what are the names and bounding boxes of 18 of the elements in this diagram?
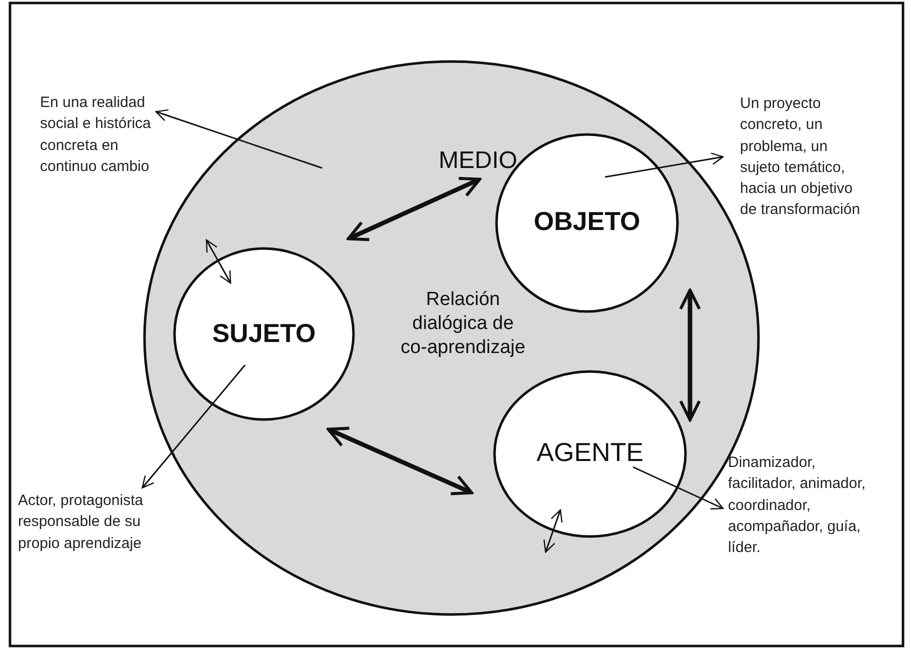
note-text: En una realidad social e histórica concreta en continuo cambio [40,92,168,178]
note-text: Dinamizador, facilitador, animador, coordinador, acompañador, guía, líder. [728,452,880,558]
medium-label: MEDIO [438,146,518,176]
double-arrow [543,509,563,553]
leader-line [632,466,724,510]
double-arrow [326,426,474,496]
node-title: AGENTE [536,436,644,468]
center-label: Relación dialógica de co-aprendizaje [400,288,526,360]
node-title: OBJETO [532,205,642,238]
double-arrow [346,176,482,242]
note-text: Actor, protagonista responsable de su propio aprendizaje [18,490,163,554]
node-title: SUJETO [211,317,317,350]
leader-line [604,152,724,178]
leader-line [155,109,322,169]
double-arrow [206,239,232,284]
double-arrow [679,288,701,422]
note-text: Un proyecto concreto, un problema, un sujeto temático, hacia un objetivo de transformación [740,93,867,221]
leader-line [142,364,246,488]
